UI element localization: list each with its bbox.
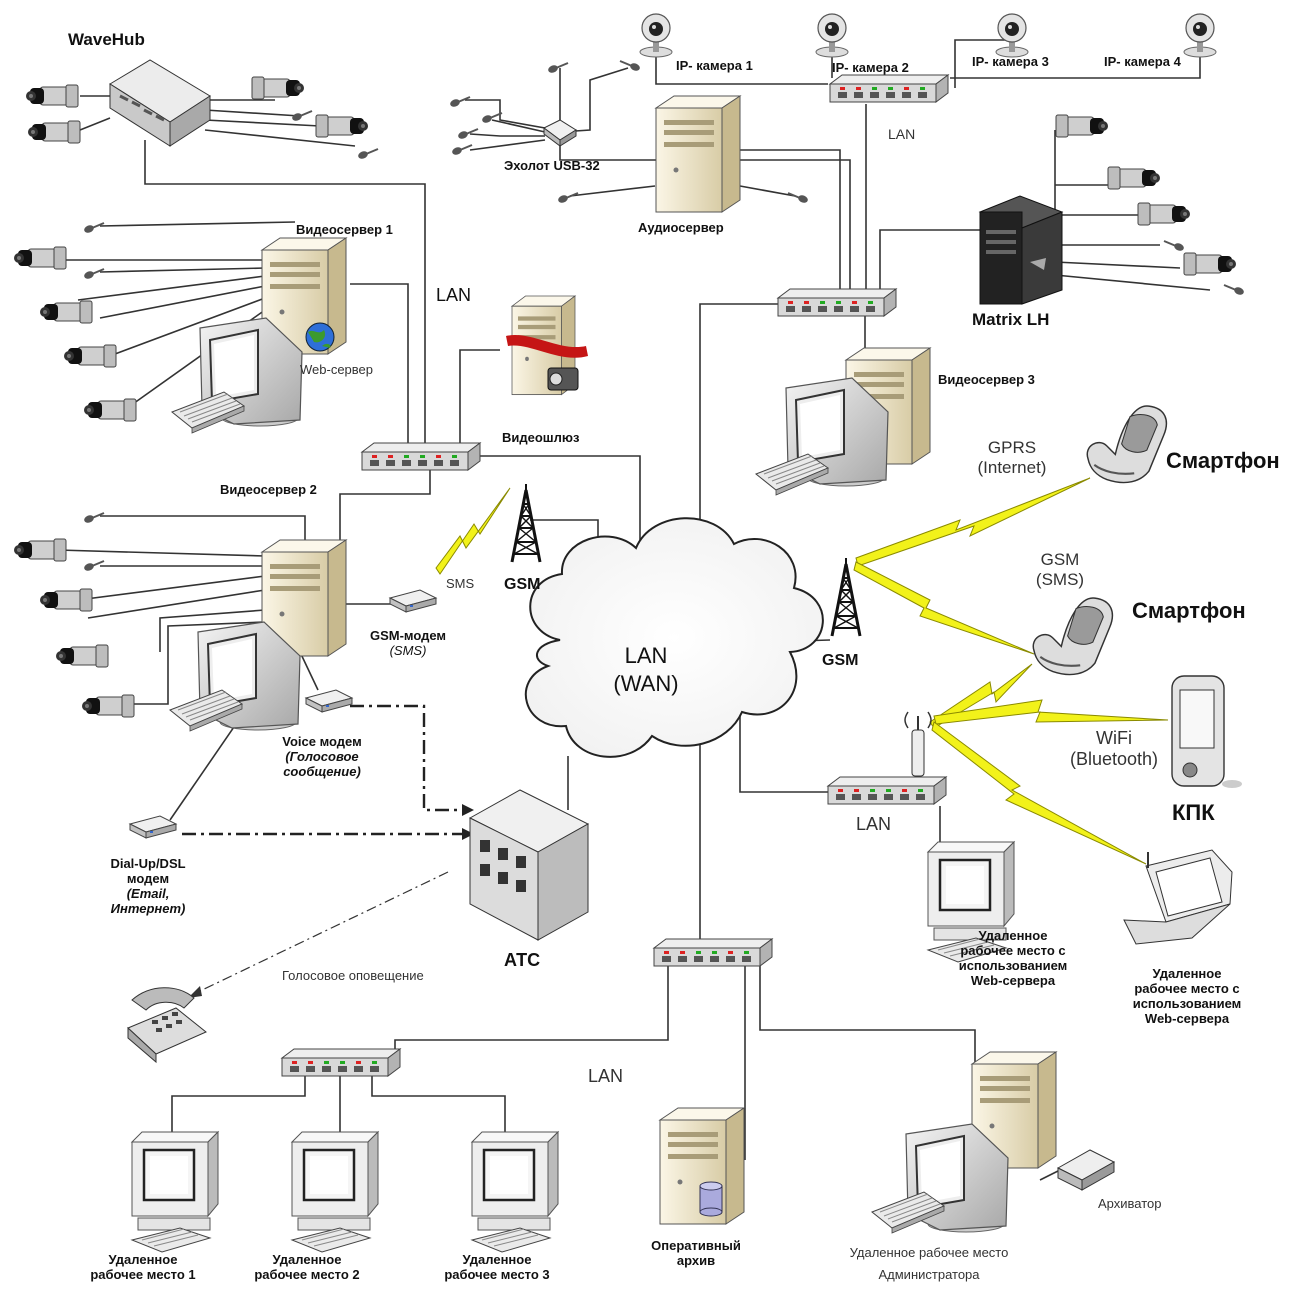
- web-server-label: Web-сервер: [300, 362, 374, 377]
- ip-camera-3-label: IP- камера 3: [972, 54, 1049, 69]
- lan-label-wifi: LAN: [856, 814, 892, 834]
- archiver-label: Архиватор: [1098, 1196, 1162, 1211]
- audio-server-label: Аудиосервер: [638, 220, 724, 235]
- ip-camera-1-label: IP- камера 1: [676, 58, 753, 73]
- wifi-access-point: [904, 711, 932, 777]
- wavehub-label: WaveHub: [68, 30, 145, 49]
- smartphone-label-1: Смартфон: [1166, 448, 1280, 473]
- video-gateway-device: [506, 295, 588, 396]
- ip-camera-4-label: IP- камера 4: [1104, 54, 1181, 69]
- lan-label-top: LAN: [888, 126, 916, 142]
- video-gateway-label: Видеошлюз: [502, 430, 580, 445]
- smartphone-device-2: [1032, 596, 1114, 676]
- atc-label: АТС: [504, 950, 541, 970]
- laptop-device: [1123, 849, 1233, 945]
- atc-building: [468, 789, 590, 941]
- gprs-label: GPRS(Internet): [977, 438, 1047, 477]
- pda-label: КПК: [1172, 800, 1215, 825]
- wireless-links: [435, 477, 1169, 865]
- video-server-1-label: Видеосервер 1: [296, 222, 393, 237]
- video-server-2-label: Видеосервер 2: [220, 482, 317, 497]
- gsm-tower-label-left: GSM: [504, 576, 541, 593]
- gsm-modem-label: GSM-модем(SMS): [369, 628, 447, 658]
- archiver-device: [1056, 1149, 1116, 1191]
- database-icon: [699, 1181, 723, 1217]
- matrix-lh-label: Matrix LH: [972, 310, 1050, 329]
- ip-camera-2-label: IP- камера 2: [832, 60, 909, 75]
- matrix-lh-device: [978, 195, 1064, 305]
- cloud-label: LAN(WAN): [613, 643, 679, 696]
- gsm-tower-label-right: GSM: [822, 652, 859, 669]
- lan-label-left: LAN: [436, 285, 472, 305]
- desk-telephone: [127, 987, 207, 1064]
- wavehub-device: [109, 59, 211, 147]
- smartphone-device-1: [1086, 404, 1168, 484]
- lan-label-bottom: LAN: [588, 1066, 624, 1086]
- phone-lines: [182, 704, 462, 836]
- wifi-label: WiFi(Bluetooth): [1069, 728, 1159, 769]
- pda-device: [1171, 675, 1242, 788]
- globe-icon: [305, 322, 335, 352]
- voice-alert-label: Голосовое оповещение: [282, 968, 424, 983]
- gsm-sms-label: GSM(SMS): [1035, 550, 1085, 589]
- smartphone-label-2: Смартфон: [1132, 598, 1246, 623]
- video-server-3-label: Видеосервер 3: [938, 372, 1035, 387]
- sms-label: SMS: [446, 576, 475, 591]
- echolot-label: Эхолот USB-32: [504, 158, 600, 173]
- echolot-device: [543, 119, 577, 147]
- wan-cloud: [524, 517, 824, 758]
